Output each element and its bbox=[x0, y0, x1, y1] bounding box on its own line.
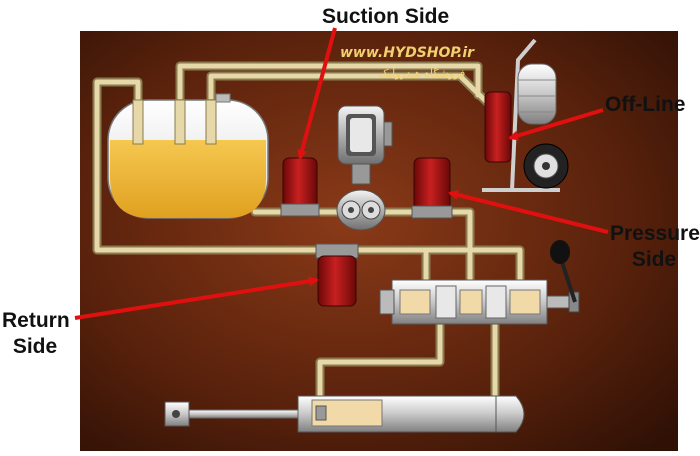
offline-filter-cart bbox=[482, 38, 569, 192]
return-line-2: Side bbox=[12, 335, 58, 358]
return-arrow bbox=[74, 276, 319, 320]
suction-arrow bbox=[297, 27, 337, 160]
watermark-subtitle: فروشگاه هیدرولیک bbox=[379, 67, 466, 80]
suction-filter bbox=[280, 157, 320, 217]
hydraulic-cylinder bbox=[164, 395, 525, 433]
return-filter bbox=[315, 243, 359, 307]
pressure-arrow bbox=[448, 190, 609, 234]
pressure-side-label: Pressure Side bbox=[610, 221, 700, 273]
pressure-filter bbox=[411, 157, 453, 219]
pressure-line-1: Pressure bbox=[610, 222, 700, 245]
offline-label: Off-Line bbox=[605, 92, 685, 118]
control-lever bbox=[550, 240, 577, 303]
reservoir-tank bbox=[107, 93, 269, 219]
offline-arrow bbox=[508, 108, 604, 141]
suction-side-label: Suction Side bbox=[322, 4, 449, 30]
gear-pump bbox=[336, 189, 386, 231]
background-panel bbox=[80, 31, 678, 451]
callout-arrows bbox=[74, 27, 609, 320]
offline-text: Off-Line bbox=[605, 93, 686, 116]
watermark-url: www.HYDSHOP.ir bbox=[340, 45, 475, 61]
return-side-label: Return Side bbox=[2, 308, 70, 360]
electric-motor bbox=[337, 105, 393, 185]
return-line-1: Return bbox=[2, 309, 70, 332]
watermark: www.HYDSHOP.ir فروشگاه هیدرولیک bbox=[340, 45, 475, 80]
directional-valve bbox=[379, 279, 580, 325]
suction-side-text: Suction Side bbox=[322, 5, 450, 28]
pressure-line-2: Side bbox=[631, 248, 677, 271]
